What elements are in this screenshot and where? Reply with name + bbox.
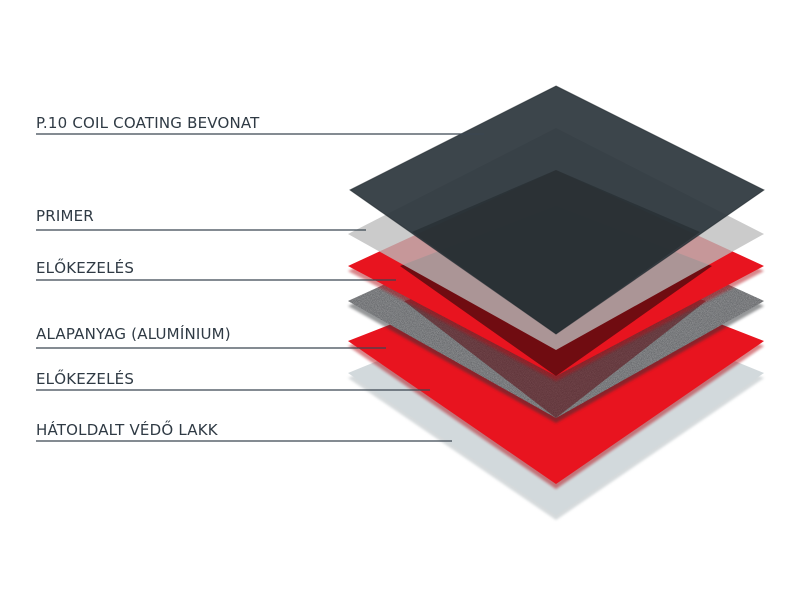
- label-primer: PRIMER: [36, 207, 94, 225]
- label-topcoat: P.10 COIL COATING BEVONAT: [36, 114, 260, 132]
- leader-lines: [36, 133, 484, 442]
- label-pretreatment-top: ELŐKEZELÉS: [36, 259, 135, 277]
- label-back-lacquer: HÁTOLDALT VÉDŐ LAKK: [36, 421, 218, 439]
- label-aluminium-substrate: ALAPANYAG (ALUMÍNIUM): [36, 325, 231, 343]
- label-pretreatment-bottom: ELŐKEZELÉS: [36, 370, 135, 388]
- layer-topcoat: [349, 85, 765, 335]
